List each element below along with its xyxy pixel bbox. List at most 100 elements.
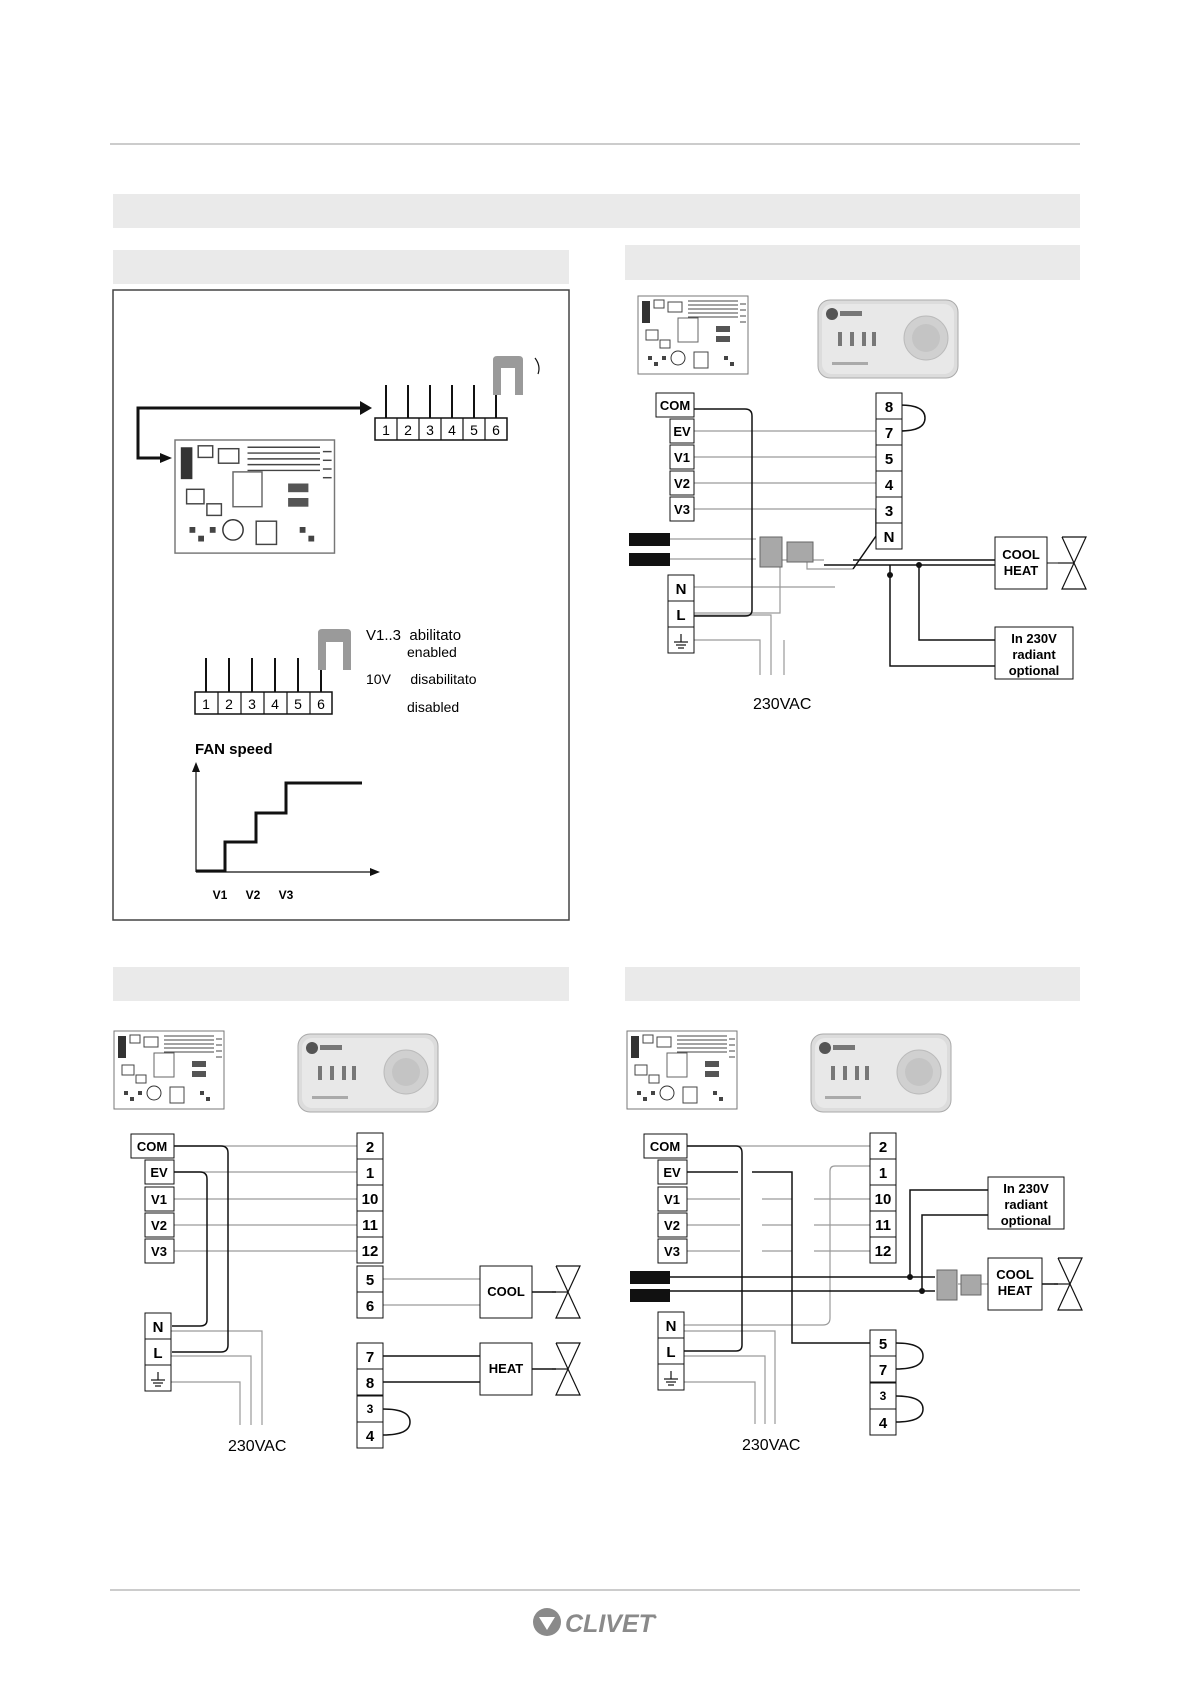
bottom-right-panel: COM EV V1 V2 V3 N L 2 1 10 11 [626,1030,1083,1454]
power-terminal-block: N L [144,1312,172,1392]
relay-block [786,541,814,563]
power-bar [630,1271,670,1284]
controller-terminal: 5 [885,451,893,468]
radiant-label-line1: In 230V [1011,631,1057,646]
controller-terminal: 5 [879,1336,887,1353]
controller-terminal: 4 [879,1415,888,1432]
circuit-board-image [174,439,336,554]
valve-icon [1057,536,1087,590]
radiant-box: In 230V radiant optional [994,626,1074,680]
jumper-note-line4: disabled [407,699,459,715]
upper-pin-label: 5 [470,422,478,438]
controller-terminal-block: 2 1 10 11 12 5 6 [356,1132,384,1319]
controller-terminal-block: 8 7 5 4 3 N [875,392,903,550]
panel-header-top-left [113,250,569,284]
heat-label: HEAT [489,1361,523,1376]
terminal-l: L [676,607,685,624]
valve-icon [551,1342,581,1396]
terminal-l: L [153,1345,162,1362]
panel-header-bottom-left [113,967,569,1001]
controller-terminal: 10 [362,1191,379,1208]
terminal-ev: EV [150,1165,168,1180]
terminal-v1: V1 [664,1192,680,1207]
cool-heat-box: COOL HEAT [994,536,1048,590]
controller-terminal: 1 [879,1165,887,1182]
heat-box: HEAT [479,1342,533,1396]
cool-label: COOL [487,1284,525,1299]
power-bar [630,1289,670,1302]
graph-level-v3: V3 [279,888,294,902]
controller-terminal-block-2: 5 7 3 4 [869,1329,897,1436]
controller-thumbnail [297,1033,439,1113]
svg-text:CLIVET: CLIVET [565,1610,657,1638]
graph-level-v1: V1 [213,888,228,902]
terminal-v3: V3 [674,502,690,517]
controller-thumbnail [817,299,959,379]
controller-terminal: 3 [880,1389,887,1403]
lower-pin-label: 3 [248,696,256,712]
board-terminal-block: COM EV V1 V2 V3 [655,392,695,522]
upper-connector: 1 2 3 4 5 6 [374,356,540,441]
power-bar [629,553,670,566]
terminal-com: COM [137,1139,167,1154]
clivet-logo: CLIVET [533,1608,657,1638]
terminal-n: N [676,581,687,598]
radiant-label-line2: radiant [1004,1197,1048,1212]
upper-pin-label: 4 [448,422,456,438]
lower-pin-label: 1 [202,696,210,712]
top-left-panel: 1 2 3 4 5 6 1 2 [112,289,570,921]
terminal-v1: V1 [151,1192,167,1207]
lower-pin-label: 2 [225,696,233,712]
cool-label: COOL [996,1267,1034,1282]
terminal-ev: EV [673,424,691,439]
controller-terminal: 7 [885,425,893,442]
power-bar [629,533,670,546]
radiant-label-line3: optional [1009,663,1060,678]
valve-icon [1053,1257,1083,1311]
lower-connector: 1 2 3 4 5 6 [194,629,351,715]
terminal-n: N [666,1318,677,1335]
relay-block [960,1274,982,1296]
controller-terminal: 1 [366,1165,374,1182]
panel-header-bottom-right [625,967,1080,1001]
lower-pin-label: 6 [317,696,325,712]
controller-terminal: 2 [879,1139,887,1156]
jumper-note-line3: 10V disabilitato [366,671,477,687]
controller-terminal: 10 [875,1191,892,1208]
upper-pin-label: 2 [404,422,412,438]
power-terminal-block: N L [667,574,695,654]
controller-terminal: 4 [366,1428,375,1445]
relay-block [759,536,783,568]
radiant-box: In 230V radiant optional [987,1176,1065,1230]
cool-label: COOL [1002,547,1040,562]
board-thumbnail [626,1030,738,1110]
upper-pin-label: 6 [492,422,500,438]
upper-pin-label: 3 [426,422,434,438]
lower-pin-label: 5 [294,696,302,712]
heat-label: HEAT [998,1283,1032,1298]
controller-terminal: 11 [362,1217,378,1234]
controller-terminal-block-2: 7 8 3 4 [356,1342,384,1449]
controller-terminal: 12 [875,1243,892,1260]
jumper-note-line2: enabled [407,644,457,660]
controller-terminal: 11 [875,1217,891,1234]
controller-terminal: 2 [366,1139,374,1156]
supply-voltage-label: 230VAC [742,1437,800,1454]
board-terminal-block: COM EV V1 V2 V3 [130,1133,175,1264]
cool-box: COOL [479,1265,533,1319]
radiant-label-line1: In 230V [1003,1181,1049,1196]
terminal-com: COM [660,398,690,413]
board-thumbnail [113,1030,225,1110]
controller-terminal: 8 [885,399,893,416]
supply-voltage-label: 230VAC [753,696,811,713]
radiant-label-line2: radiant [1012,647,1056,662]
jumper-note-line1: V1..3 abilitato [366,627,461,644]
controller-terminal: 8 [366,1375,374,1392]
fan-speed-step-line [196,781,362,873]
panel-header-top-right [625,245,1080,280]
section-header-band [113,194,1080,228]
board-thumbnail [637,295,749,375]
terminal-v1: V1 [674,450,690,465]
radiant-label-line3: optional [1001,1213,1052,1228]
terminal-l: L [666,1344,675,1361]
